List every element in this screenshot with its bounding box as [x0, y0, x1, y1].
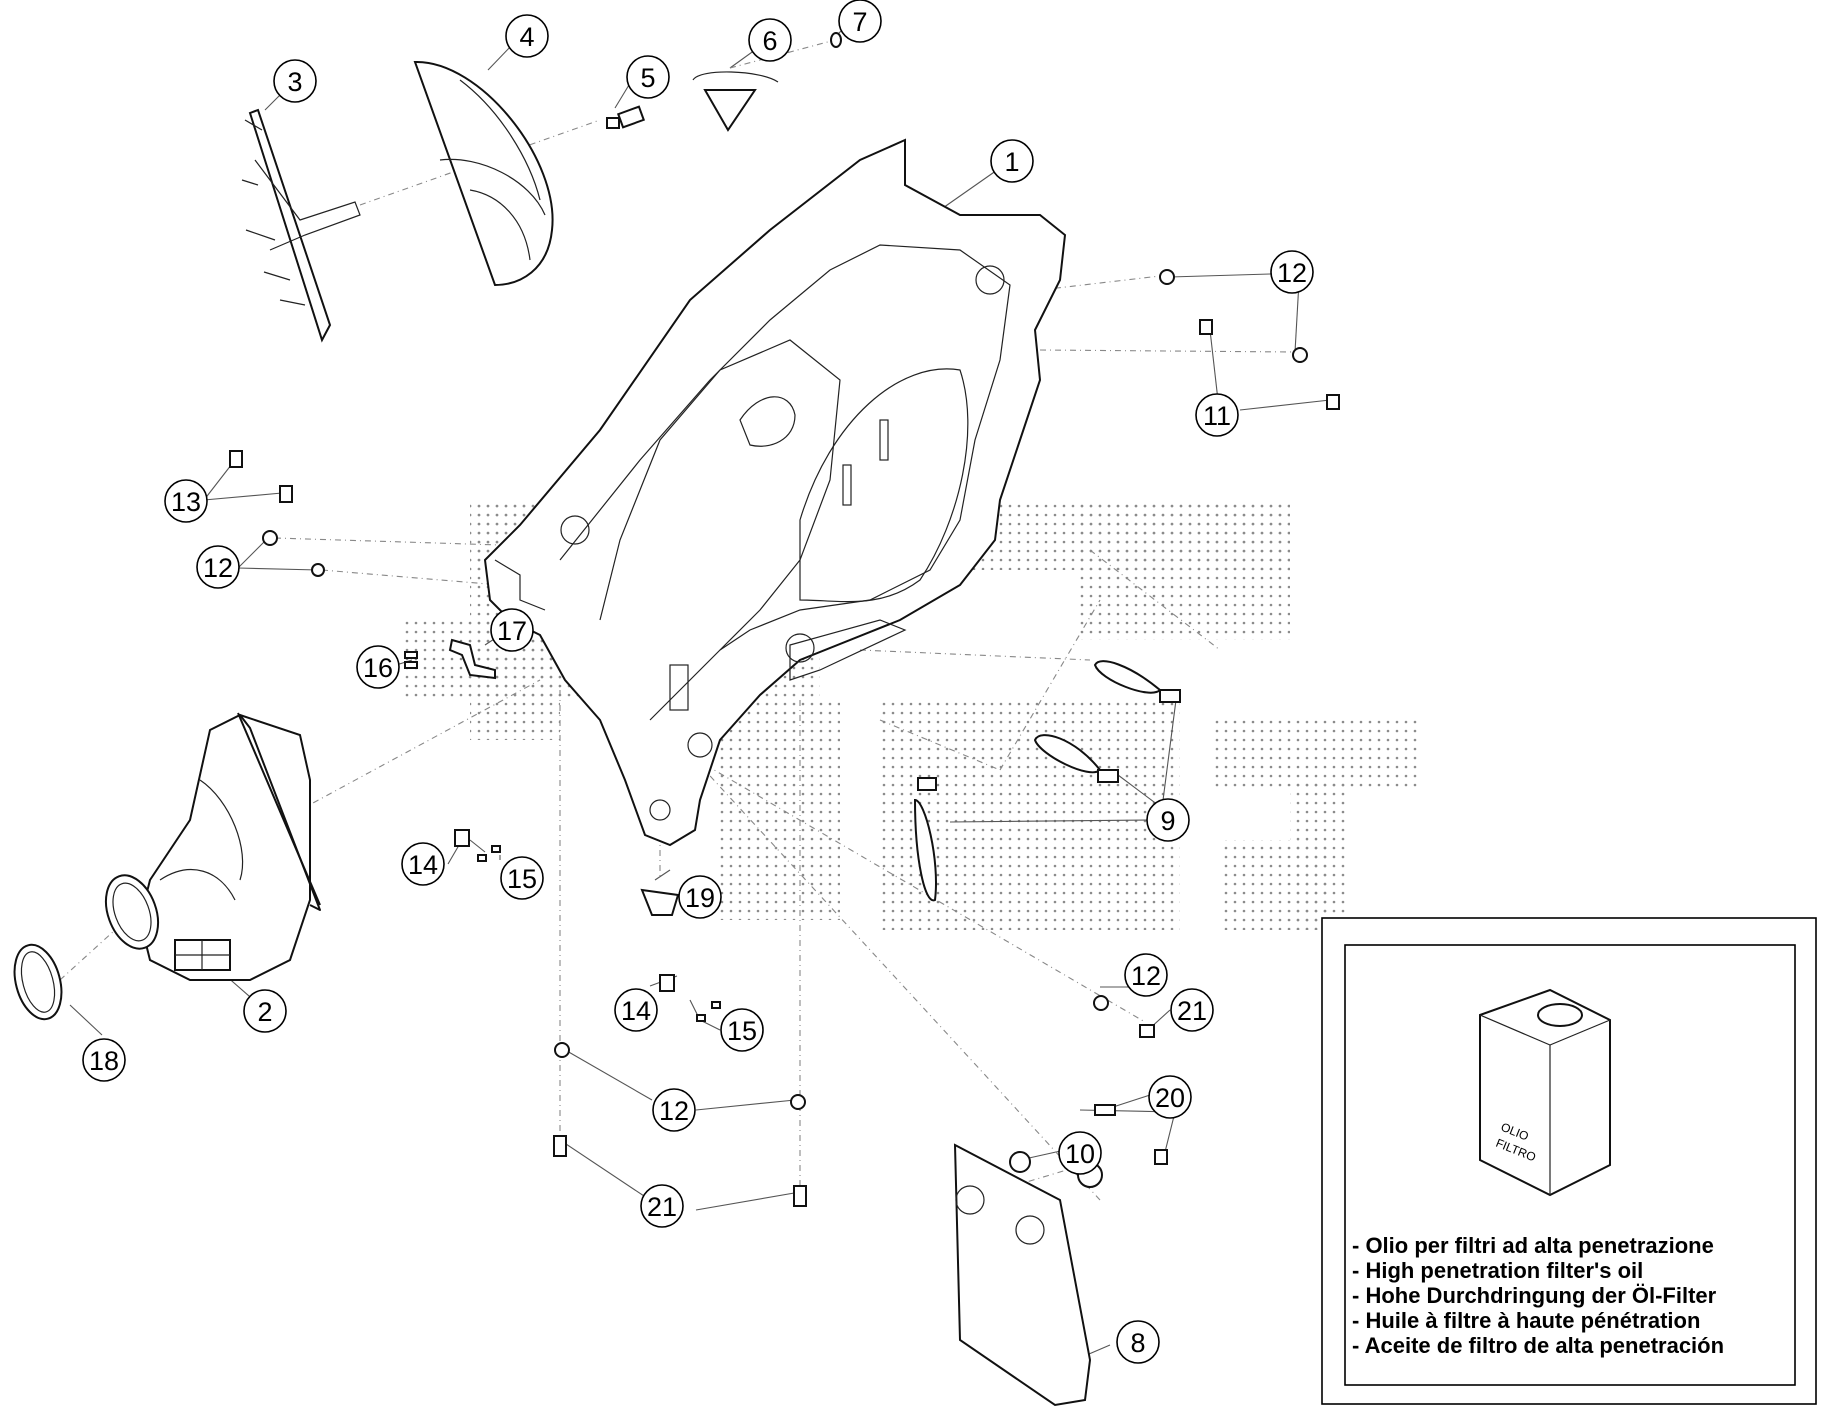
svg-text:2: 2 [257, 997, 272, 1027]
svg-text:3: 3 [287, 67, 302, 97]
svg-text:21: 21 [1177, 996, 1207, 1026]
svg-text:15: 15 [727, 1016, 757, 1046]
callout-11: 11 [1195, 393, 1239, 437]
svg-text:7: 7 [852, 7, 867, 37]
part-9-straps [913, 660, 1181, 902]
svg-text:12: 12 [1131, 961, 1161, 991]
part-8-flap [953, 1143, 1092, 1407]
svg-text:5: 5 [640, 63, 655, 93]
part-18-clamp [13, 943, 63, 1021]
inset-line-es: - Aceite de filtro de alta penetración [1352, 1333, 1724, 1358]
part-4-air-filter [413, 60, 554, 287]
svg-text:11: 11 [1203, 401, 1231, 431]
svg-text:21: 21 [647, 1192, 677, 1222]
svg-text:14: 14 [408, 850, 438, 880]
svg-text:12: 12 [203, 553, 233, 583]
svg-text:18: 18 [89, 1046, 119, 1076]
svg-text:1: 1 [1004, 147, 1019, 177]
callout-19: 19 [678, 875, 722, 919]
callout-6: 6 [748, 18, 792, 62]
callout-15-upper: 15 [500, 856, 544, 900]
svg-text:16: 16 [363, 653, 393, 683]
svg-text:12: 12 [1277, 258, 1307, 288]
inset-line-de: - Hohe Durchdringung der Öl-Filter [1352, 1283, 1717, 1308]
callout-18: 18 [82, 1038, 126, 1082]
svg-text:12: 12 [659, 1096, 689, 1126]
part-1-airbox [483, 138, 1067, 847]
svg-text:19: 19 [685, 883, 715, 913]
svg-text:8: 8 [1130, 1328, 1145, 1358]
callout-9: 9 [1146, 798, 1190, 842]
callout-21-bottom: 21 [640, 1184, 684, 1228]
callout-1: 1 [990, 139, 1034, 183]
callout-14-lower: 14 [614, 988, 658, 1032]
inset-line-it: - Olio per filtri ad alta penetrazione [1352, 1233, 1714, 1258]
callout-16: 16 [356, 645, 400, 689]
callout-3: 3 [273, 59, 317, 103]
inset-filter-oil: OLIO FILTRO - Olio per filtri ad alta pe… [1321, 917, 1817, 1405]
callout-12-bottom: 12 [652, 1088, 696, 1132]
fasteners [229, 269, 1340, 1207]
svg-text:13: 13 [171, 487, 201, 517]
part-10-grommet [1009, 1151, 1031, 1173]
callout-2: 2 [243, 989, 287, 1033]
callout-20: 20 [1148, 1075, 1192, 1119]
callout-10: 10 [1058, 1131, 1102, 1175]
part-5-screw [606, 105, 646, 129]
svg-text:4: 4 [519, 22, 534, 52]
part-6-clip [692, 71, 779, 132]
callout-12-right: 12 [1124, 953, 1168, 997]
callout-7: 7 [838, 0, 882, 43]
callout-14-upper: 14 [401, 842, 445, 886]
part-2-intake-boot [104, 712, 321, 981]
oil-can-icon: OLIO FILTRO [1479, 988, 1611, 1197]
svg-text:9: 9 [1160, 806, 1175, 836]
svg-text:20: 20 [1155, 1083, 1185, 1113]
callout-21-right: 21 [1170, 988, 1214, 1032]
svg-text:10: 10 [1065, 1139, 1095, 1169]
svg-text:15: 15 [507, 864, 537, 894]
part-3-filter-cage [241, 108, 361, 343]
callouts: 1 2 3 4 5 6 7 8 9 10 11 12 12 12 12 13 1… [82, 0, 1314, 1364]
inset-line-en: - High penetration filter's oil [1352, 1258, 1643, 1283]
callout-12-left: 12 [196, 545, 240, 589]
callout-5: 5 [626, 55, 670, 99]
callout-17: 17 [490, 608, 534, 652]
svg-text:14: 14 [621, 996, 651, 1026]
callout-15-lower: 15 [720, 1008, 764, 1052]
part-7-washer [830, 32, 842, 48]
callout-4: 4 [505, 14, 549, 58]
callout-12-top-right: 12 [1270, 250, 1314, 294]
inset-line-fr: - Huile à filtre à haute pénétration [1352, 1308, 1700, 1333]
svg-text:17: 17 [497, 616, 527, 646]
callout-8: 8 [1116, 1320, 1160, 1364]
callout-13: 13 [164, 479, 208, 523]
svg-text:6: 6 [762, 26, 777, 56]
